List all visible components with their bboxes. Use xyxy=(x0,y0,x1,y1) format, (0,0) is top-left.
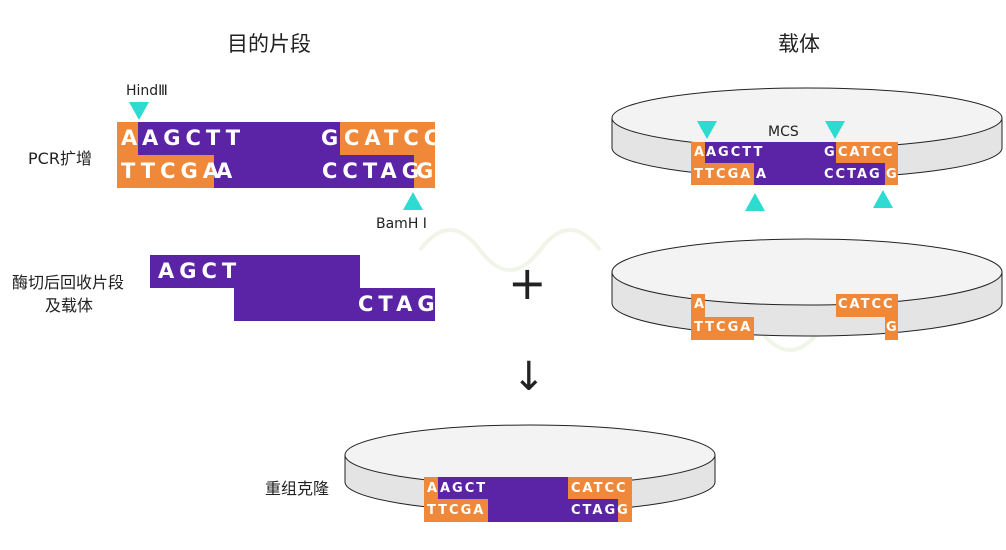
recomb-top-seq: AGCT xyxy=(440,481,488,496)
digest-bottom-strand xyxy=(234,288,435,321)
digest-label-line1: 酶切后回收片段 xyxy=(12,273,125,292)
pcr-orange-bottom-right xyxy=(414,155,435,188)
vector-hind-bottom-marker-icon xyxy=(745,193,765,211)
digest-top-seq: AGCT xyxy=(158,259,242,283)
recomb-orange-bottom-right xyxy=(618,499,632,522)
pcr-bottom-left-base: A xyxy=(216,159,238,183)
vector-title: 载体 xyxy=(778,32,820,56)
recombinant-label: 重组克隆 xyxy=(265,479,330,498)
vector-top-left-base: A xyxy=(694,145,707,160)
recomb-orange-bottom-left xyxy=(424,499,488,522)
vector-orange-bottom-left xyxy=(691,163,754,185)
pcr-bottom-left-seq: TTCGA xyxy=(121,159,225,183)
pcr-orange-top-left xyxy=(117,122,138,155)
down-arrow-icon: ↓ xyxy=(512,354,546,400)
cut-vector-ring xyxy=(611,238,1003,337)
digest-label-line2: 及载体 xyxy=(45,296,94,315)
cut-vector-right-top xyxy=(836,294,898,317)
vector-orange-bottom-right xyxy=(885,163,898,185)
pcr-label: PCR扩增 xyxy=(28,149,92,168)
pcr-top-right-seq: CATCC xyxy=(344,126,445,150)
recomb-bottom-right-seq: CTAGG xyxy=(571,503,630,518)
pcr-top-right-base: G xyxy=(321,126,344,150)
recomb-orange-top-left xyxy=(424,477,438,499)
plus-symbol: + xyxy=(508,256,547,310)
bam-marker-icon xyxy=(403,192,423,210)
hind-marker-icon xyxy=(129,102,149,120)
recomb-top-right-seq: CATCC xyxy=(571,481,628,496)
mcs-label: MCS xyxy=(768,124,799,140)
vector-hind-top-marker-icon xyxy=(697,121,717,139)
vector-top-right-base: G xyxy=(824,145,837,160)
vector-bottom-right-base: G xyxy=(886,167,899,182)
vector-top-left-seq: AGCTT xyxy=(706,145,765,160)
vector-bottom-right-seq: CCTAG xyxy=(824,167,882,182)
vector-top-right-seq: CATCC xyxy=(838,145,895,160)
cut-vector-left-bottom xyxy=(691,317,754,340)
cut-vector-left-bottom-seq: TTCGA xyxy=(694,320,753,335)
hind-site-label: HindⅢ xyxy=(126,83,168,99)
vector-bam-top-marker-icon xyxy=(825,121,845,139)
cut-vector-left-top xyxy=(691,294,705,317)
digest-bottom-seq: CTAG xyxy=(358,292,440,316)
vector-orange-top-left xyxy=(691,142,705,163)
pcr-orange-top-right xyxy=(340,122,435,155)
digest-top-strand xyxy=(150,255,360,288)
pcr-top-left-base: A xyxy=(121,126,143,150)
pcr-top-left-seq: AGCTT xyxy=(142,126,246,150)
vector-orange-top-right xyxy=(836,142,898,163)
insert-title: 目的片段 xyxy=(227,32,311,56)
recomb-orange-top-right xyxy=(568,477,632,499)
cut-vector-right-bottom xyxy=(885,317,898,340)
recomb-top-left-base: A xyxy=(427,481,440,496)
pcr-bottom-right-base: G xyxy=(416,159,439,183)
pcr-bottom-right-seq: CCTAG xyxy=(322,159,425,183)
vector-bam-bottom-marker-icon xyxy=(873,190,893,208)
vector-bottom-left-base: A xyxy=(756,167,769,182)
bam-site-label: BamH Ⅰ xyxy=(376,216,427,232)
cut-vector-right-bottom-seq: G xyxy=(886,320,899,335)
cut-vector-left-top-seq: A xyxy=(694,297,707,312)
pcr-orange-bottom-left xyxy=(117,155,214,188)
cut-vector-right-top-seq: CATCC xyxy=(838,297,895,312)
recomb-bottom-left-seq: TTCGA xyxy=(427,503,486,518)
vector-bottom-left-seq: TTCGA xyxy=(694,167,753,182)
